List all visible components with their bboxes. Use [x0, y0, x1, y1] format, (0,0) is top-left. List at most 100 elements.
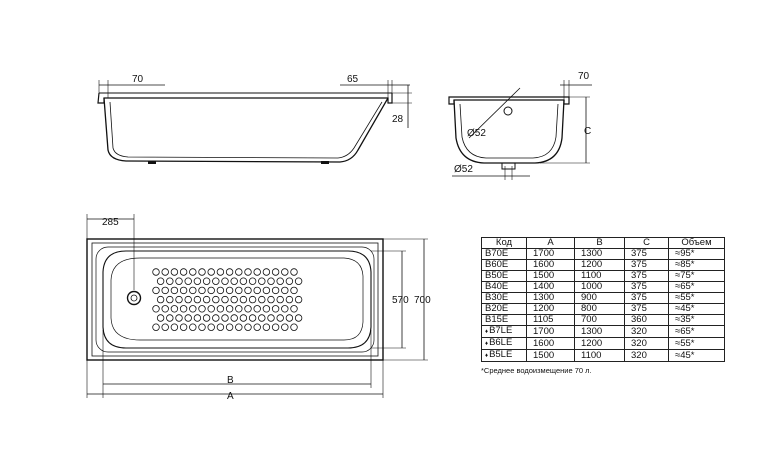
anti-slip-dot	[152, 286, 160, 295]
anti-slip-dot	[193, 295, 202, 304]
anti-slip-dot	[262, 268, 271, 276]
anti-slip-dot	[239, 314, 248, 322]
anti-slip-dot	[212, 277, 220, 285]
anti-slip-dot	[189, 268, 197, 276]
anti-slip-dot	[184, 314, 192, 322]
table-cell: 320	[624, 337, 669, 350]
table-cell: 1700	[526, 325, 575, 338]
anti-slip-dot	[170, 268, 179, 276]
table-cell: 1500	[526, 270, 575, 282]
table-cell: ≈55*	[668, 337, 725, 350]
anti-slip-dot	[175, 277, 183, 285]
anti-slip-dot	[253, 305, 261, 313]
anti-slip-dot	[193, 314, 202, 322]
anti-slip-dot	[207, 268, 215, 276]
table-cell: 1600	[526, 337, 575, 350]
inner-length-label: B	[227, 375, 234, 386]
anti-slip-dot	[267, 314, 275, 322]
anti-slip-dot	[258, 295, 266, 304]
anti-slip-dot	[239, 295, 248, 304]
table-cell: ≈55*	[668, 292, 725, 304]
table-cell: B6LE	[489, 337, 513, 348]
anti-slip-dot	[290, 323, 298, 331]
water-drop-icon: ♦	[485, 341, 489, 347]
anti-slip-dot	[216, 286, 225, 295]
anti-slip-dot	[207, 286, 215, 295]
anti-slip-dot	[207, 323, 215, 331]
anti-slip-dot	[166, 314, 174, 322]
table-cell: ≈45*	[668, 303, 725, 315]
outer-length-label: A	[227, 391, 234, 402]
anti-slip-dot	[276, 277, 284, 285]
table-cell: ≈95*	[668, 248, 725, 260]
anti-slip-dot	[193, 277, 202, 285]
anti-slip-dot	[161, 268, 169, 276]
anti-slip-dot	[290, 268, 298, 276]
anti-slip-dot	[156, 277, 165, 285]
table-cell: 1400	[526, 281, 575, 293]
anti-slip-dot	[294, 314, 303, 322]
anti-slip-dot	[235, 268, 243, 276]
anti-slip-dot	[235, 286, 243, 295]
col-header-c: C	[624, 237, 669, 249]
anti-slip-dot	[221, 314, 229, 322]
anti-slip-dot	[281, 323, 289, 331]
anti-slip-dot	[244, 323, 252, 331]
anti-slip-dot	[184, 277, 192, 285]
anti-slip-dot	[161, 305, 169, 313]
col-header-code: Код	[481, 237, 527, 249]
anti-slip-dot	[262, 286, 271, 295]
anti-slip-dot	[161, 323, 169, 331]
anti-slip-dot	[271, 323, 280, 331]
anti-slip-dot	[271, 305, 280, 313]
anti-slip-dot	[179, 286, 188, 295]
anti-slip-dot	[235, 323, 243, 331]
anti-slip-dot	[262, 305, 271, 313]
anti-slip-dot	[212, 314, 220, 322]
table-cell: 375	[624, 281, 669, 293]
table-cell: 1200	[526, 303, 575, 315]
table-cell: 1200	[574, 259, 625, 271]
anti-slip-dot	[161, 286, 169, 295]
anti-slip-dot	[179, 268, 188, 276]
table-cell: ≈65*	[668, 325, 725, 338]
anti-slip-dot	[276, 295, 284, 304]
table-cell: 800	[574, 303, 625, 315]
anti-slip-dot	[267, 277, 275, 285]
spec-table-header: Код A B C Объем	[481, 237, 725, 249]
table-cell: 1300	[574, 248, 625, 260]
table-cell: ≈85*	[668, 259, 725, 271]
table-cell: 1000	[574, 281, 625, 293]
anti-slip-dot	[244, 286, 252, 295]
anti-slip-dot	[262, 323, 271, 331]
anti-slip-dot	[170, 323, 179, 331]
anti-slip-dot	[202, 277, 211, 285]
anti-slip-dot	[175, 295, 183, 304]
side-view: 70 65 28	[97, 74, 412, 164]
table-cell: 375	[624, 292, 669, 304]
anti-slip-dot	[290, 305, 298, 313]
table-cell: B15E	[481, 314, 527, 326]
anti-slip-dot	[189, 323, 197, 331]
anti-slip-dot	[225, 286, 234, 295]
col-header-b: B	[574, 237, 625, 249]
anti-slip-dot	[244, 305, 252, 313]
table-cell-wrapper: ♦B5LE	[481, 349, 527, 362]
side-rim-right-dim: 65	[347, 74, 359, 85]
anti-slip-dot	[285, 314, 294, 322]
water-drop-icon: ♦	[485, 329, 489, 335]
end-drain-dim-upper: Ø52	[467, 128, 486, 139]
footnote: *Среднее водоизмещение 70 л.	[481, 366, 592, 375]
table-cell: B40E	[481, 281, 527, 293]
anti-slip-dot	[230, 295, 238, 304]
table-cell: 1300	[526, 292, 575, 304]
